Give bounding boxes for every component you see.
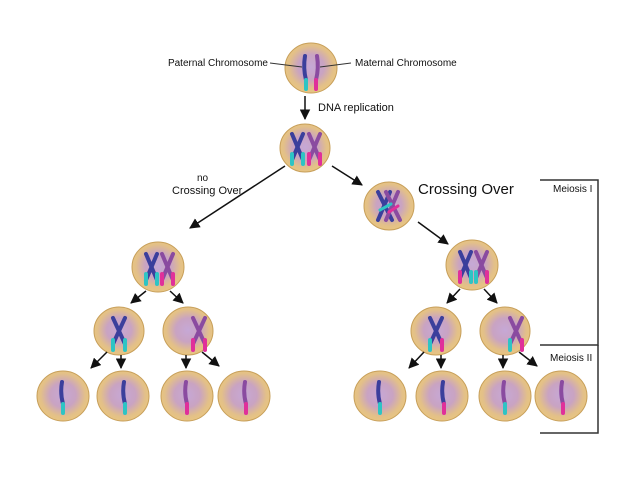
right-daughter-b-chromosome	[508, 316, 524, 352]
gamete-5-chromosome	[376, 380, 382, 415]
arrow-ld-a-1	[90, 351, 108, 369]
arrow-crossing-to-meiosis1	[417, 221, 449, 245]
meiosis-brackets	[540, 179, 599, 434]
parent-chromosomes	[302, 54, 320, 91]
crossing-over-chromosomes	[376, 190, 402, 222]
arrow-right-m1-a	[446, 288, 461, 304]
arrow-to-crossing-over	[331, 165, 363, 186]
paternal-chromosome-label: Paternal Chromosome	[168, 58, 268, 69]
gamete-2-chromosome	[121, 380, 127, 415]
left-meiosis1-chromosomes	[144, 252, 175, 286]
meiosis-1-label: Meiosis I	[553, 184, 592, 195]
paternal-leader-line	[269, 62, 303, 68]
cell-parent	[284, 42, 338, 94]
left-daughter-b-chromosome	[191, 316, 207, 352]
cell-left-daughter-b	[162, 306, 214, 356]
arrow-right-m1-b	[483, 288, 498, 304]
no-crossing-label-line1: no	[197, 173, 209, 184]
meiosis-2-label: Meiosis II	[550, 353, 592, 364]
no-crossing-label-line2: Crossing Over	[172, 185, 243, 197]
cell-replicated	[279, 123, 331, 173]
gamete-3-chromosome	[183, 380, 189, 415]
maternal-leader-line	[319, 62, 352, 68]
right-daughter-a-chromosome	[428, 316, 444, 352]
left-daughter-a-chromosome	[111, 316, 127, 352]
arrow-no-crossing-over	[189, 165, 286, 229]
crossing-over-label: Crossing Over	[418, 181, 514, 198]
labels: Paternal Chromosome Maternal Chromosome …	[168, 58, 593, 364]
chromosomes	[59, 54, 565, 415]
cells	[36, 42, 588, 422]
meiosis-2-bracket	[540, 345, 599, 434]
arrow-left-m1-b	[169, 290, 184, 304]
meiosis-1-bracket	[540, 179, 599, 346]
arrows	[90, 96, 538, 370]
gamete-4-chromosome	[242, 380, 248, 415]
gamete-6-chromosome	[440, 380, 446, 415]
gamete-1-chromosome	[59, 380, 65, 415]
arrow-left-m1-a	[130, 290, 147, 304]
dna-replication-label: DNA replication	[318, 102, 394, 114]
right-meiosis1-chromosomes	[458, 250, 489, 284]
replicated-chromosomes	[290, 132, 322, 166]
label-leaders	[269, 62, 352, 68]
cell-right-daughter-b	[479, 306, 531, 356]
gamete-7-chromosome	[501, 380, 507, 415]
arrow-rd-a-1	[408, 351, 425, 369]
arrow-ld-b-2	[201, 351, 220, 367]
gamete-8-chromosome	[559, 380, 565, 415]
maternal-chromosome-label: Maternal Chromosome	[355, 58, 457, 69]
arrow-rd-b-2	[518, 351, 538, 367]
